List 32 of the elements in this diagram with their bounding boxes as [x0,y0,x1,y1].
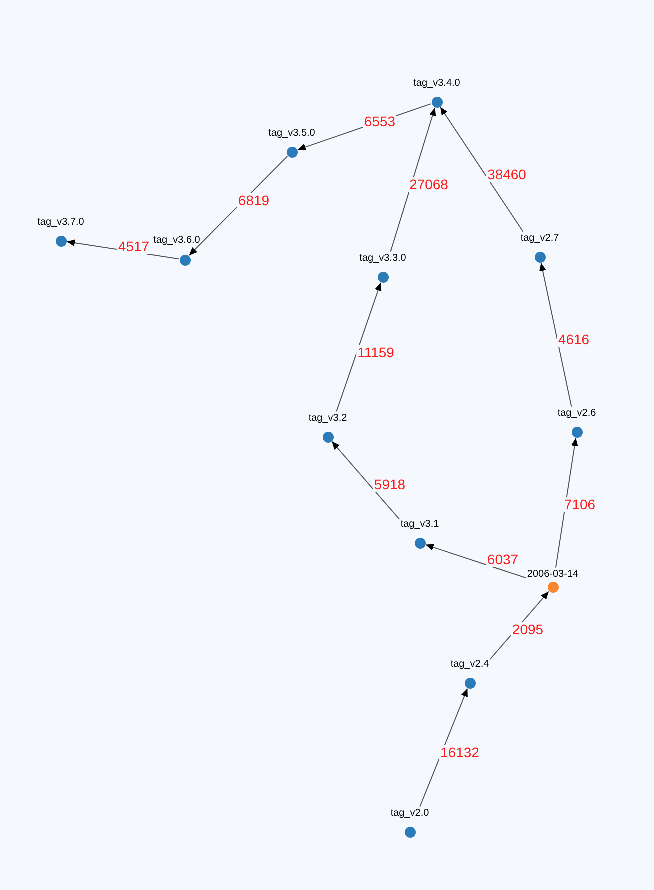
edge-label: 11159 [356,346,396,360]
node-label: tag_v2.7 [520,233,560,245]
edge-label: 6819 [237,194,271,208]
edge-label: 6553 [363,114,397,130]
node-label: tag_v3.5.0 [268,128,316,140]
arrow [420,688,468,808]
node-label: 2006-03-14 [527,569,579,581]
node-label: tag_v3.6.0 [154,235,200,247]
node-label: tag_v2.0 [390,808,430,820]
node-label: tag_v3.4.0 [414,78,460,90]
arrow [425,544,527,579]
arrow [336,282,382,412]
arrow [540,262,572,408]
edge-label: 4517 [117,240,151,254]
node-label: tag_v3.3.0 [360,253,406,265]
arrow [390,107,436,252]
edge-label: 5918 [373,478,407,492]
edge-label: 4616 [557,332,591,348]
arrow [555,438,578,568]
node-label: tag_v3.1 [400,519,440,531]
edge-label: 2095 [511,622,545,638]
node-label: tag_v3.7.0 [38,217,84,229]
arrow [440,106,524,232]
edge-label: 7106 [563,498,597,512]
edge-label: 16132 [440,746,480,760]
node-label: tag_v2.4 [450,659,490,671]
edge-label: 6037 [486,552,520,568]
node-label: tag_v2.6 [558,408,596,420]
node-label: tag_v3.2 [308,413,348,425]
edge-label: 27068 [408,178,450,192]
edge-label: 38460 [486,168,528,182]
arrow [332,441,400,520]
